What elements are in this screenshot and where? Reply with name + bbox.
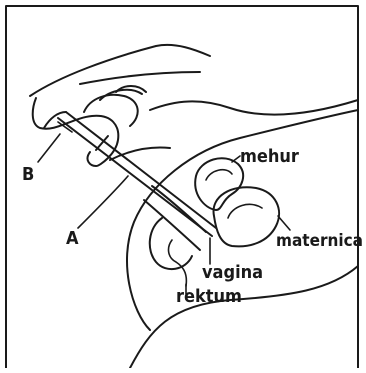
uterus-inner (228, 204, 262, 218)
bladder-inner (206, 170, 232, 180)
label-rektum: rektum (176, 286, 242, 307)
frame-border (6, 6, 358, 368)
label-b: B (22, 164, 34, 185)
applicator-tube-edge (66, 112, 216, 228)
uterus-shape (214, 187, 280, 246)
rectum-shape (150, 218, 192, 269)
leader-a (78, 176, 128, 228)
wrist-line (150, 100, 358, 115)
vaginal-canal-lower (144, 200, 200, 250)
arm-lower (80, 72, 200, 84)
leader-mehur (232, 156, 240, 162)
label-maternica: maternica (276, 231, 363, 251)
label-mehur: mehur (240, 146, 299, 167)
label-a: A (66, 228, 79, 249)
pelvis-outline (127, 110, 358, 330)
leader-b (38, 134, 60, 162)
label-vagina: vagina (202, 262, 263, 283)
bladder-shape (195, 158, 243, 210)
leader-maternica (278, 216, 290, 230)
rectum-inner (169, 240, 187, 286)
finger-one (84, 95, 138, 126)
